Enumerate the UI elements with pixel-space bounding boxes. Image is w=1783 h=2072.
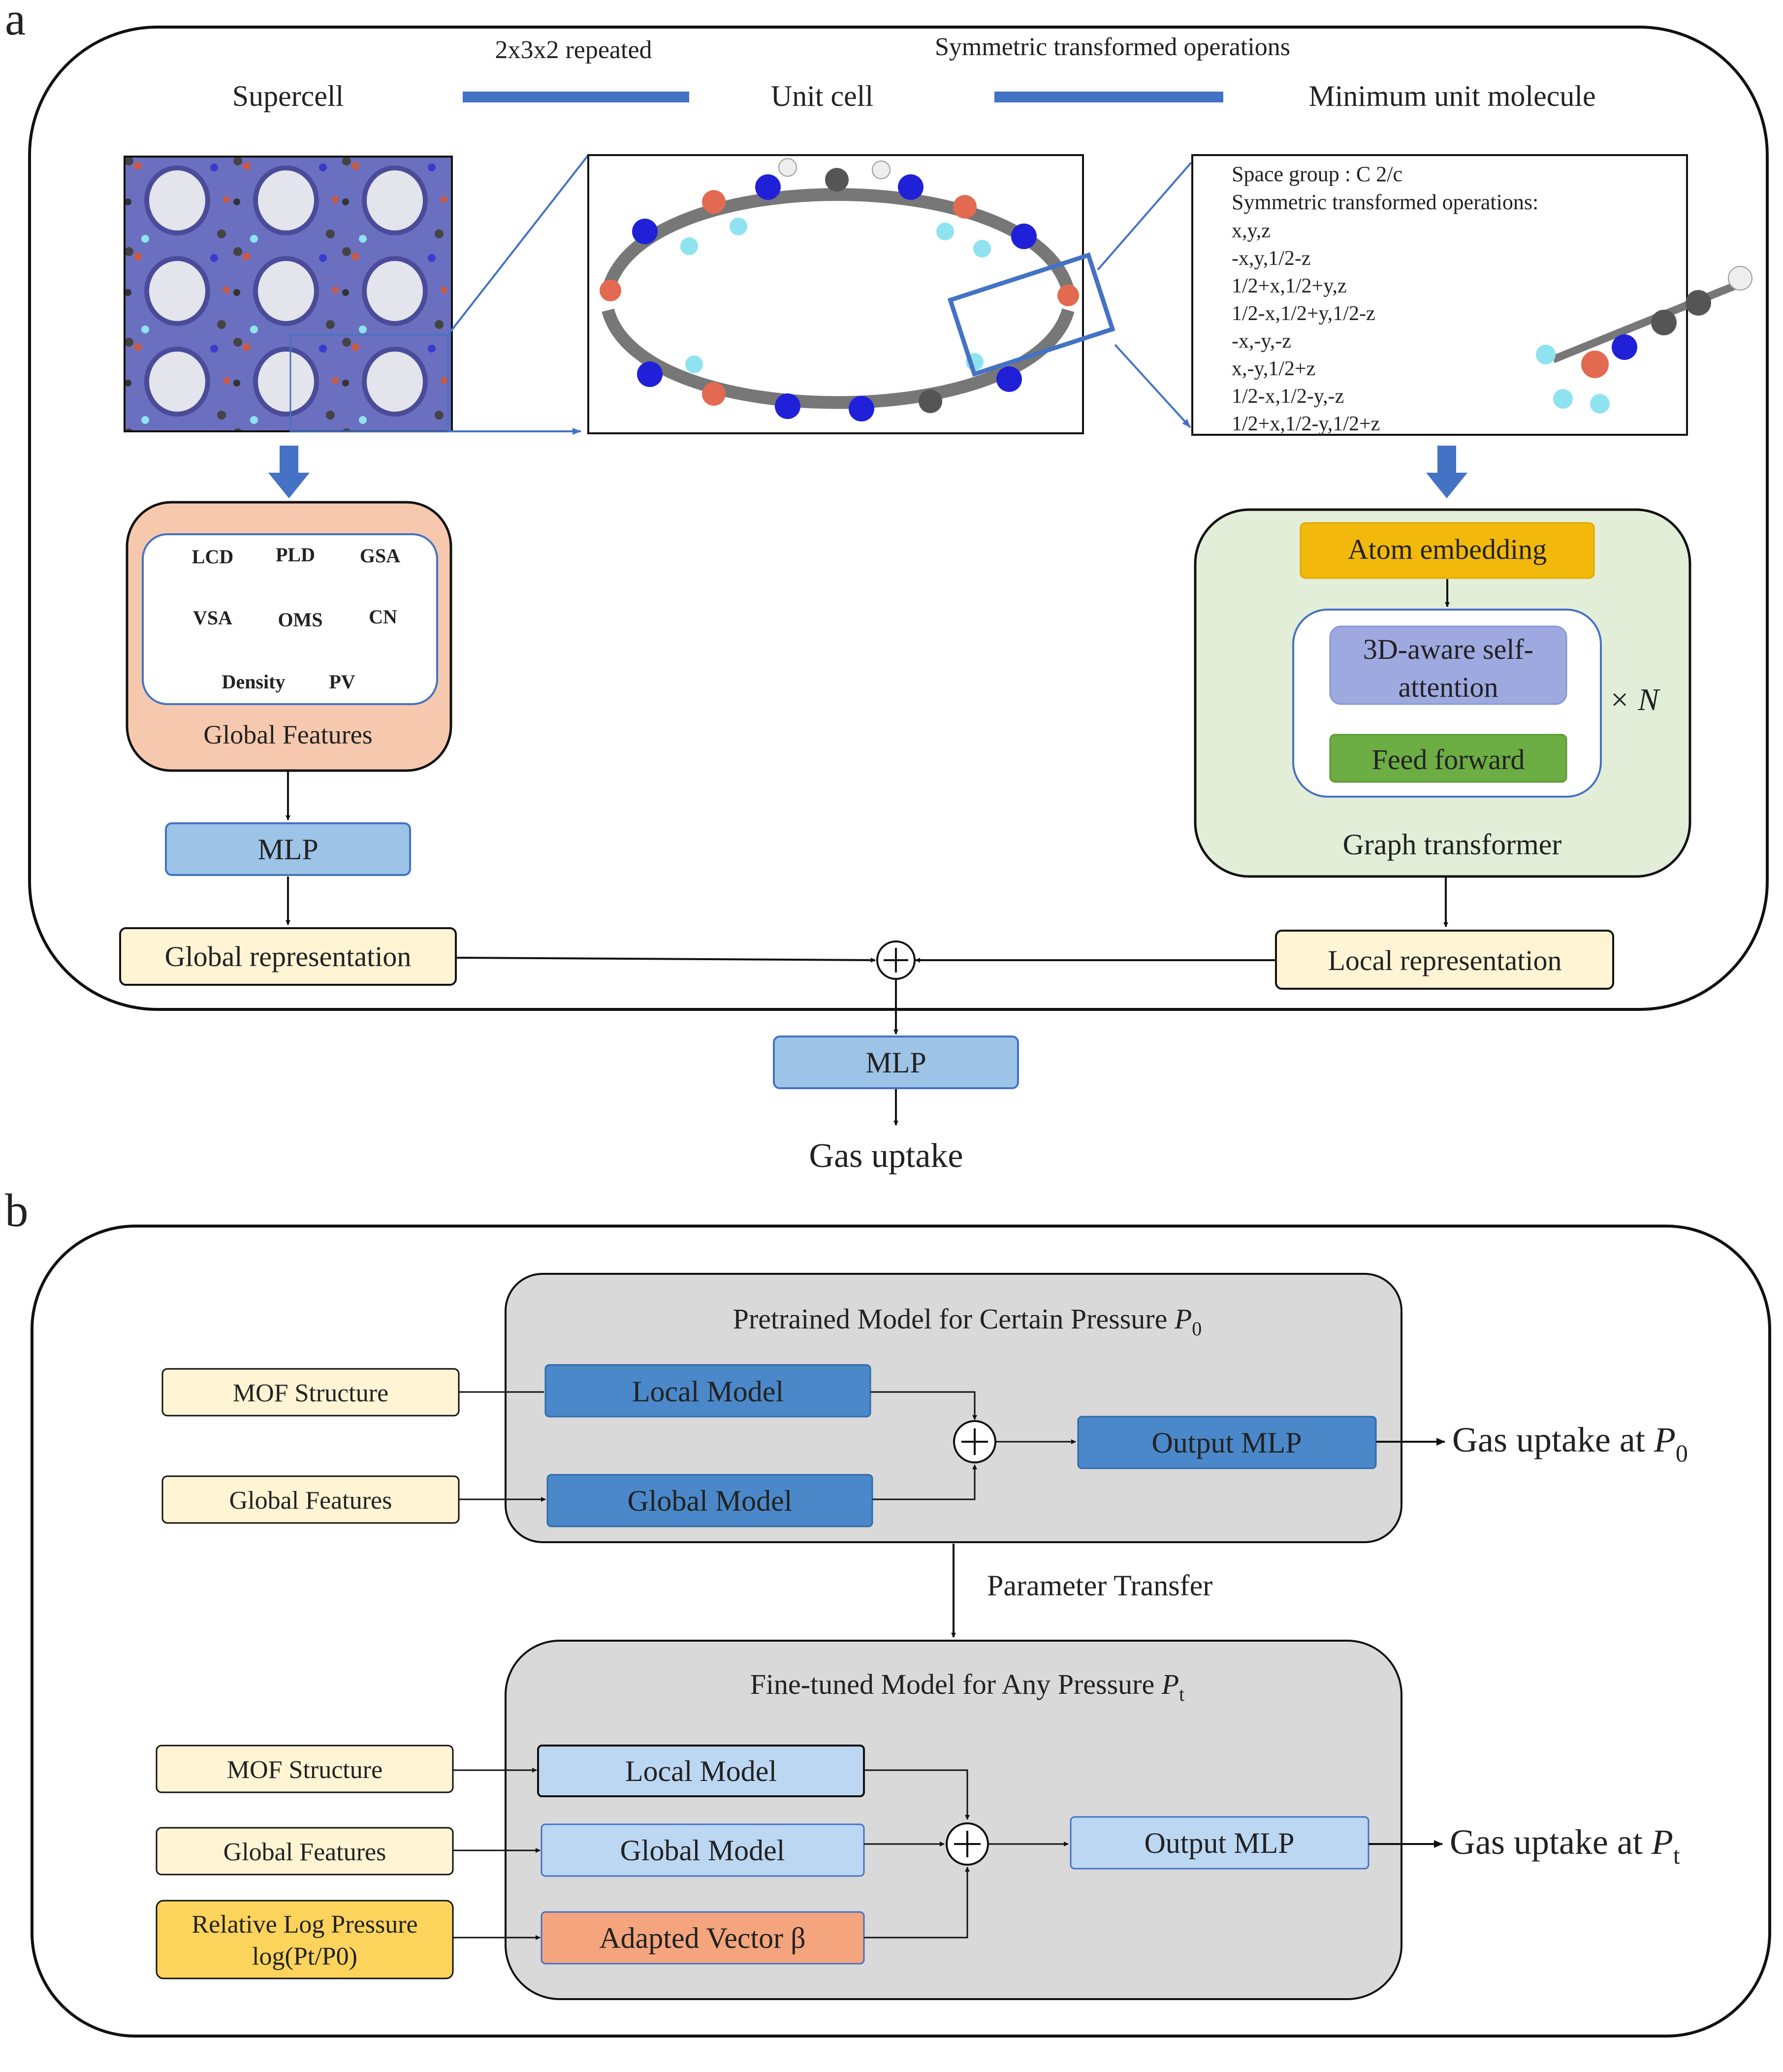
panel-a-label: a bbox=[5, 0, 26, 45]
global-features-label: Global Features bbox=[223, 1838, 386, 1866]
pretrained-title: Pretrained Model for Certain Pressure P0 bbox=[733, 1303, 1202, 1340]
arrow-local-plus-ft bbox=[864, 1769, 970, 1820]
atom-embedding-label: Atom embedding bbox=[1348, 533, 1547, 565]
output-mlp-label: Output MLP bbox=[1151, 1426, 1302, 1459]
mlp-left-label: MLP bbox=[257, 833, 318, 866]
self-attention-label: attention bbox=[1399, 671, 1498, 703]
zoom-line-top bbox=[447, 154, 589, 336]
adapted-vector-label: Adapted Vector β bbox=[599, 1922, 805, 1954]
feature-density: Density bbox=[222, 671, 286, 693]
feature-cn: CN bbox=[369, 606, 397, 628]
panel-a-frame bbox=[28, 26, 1769, 1011]
space-group-box: Space group : C 2/c Symmetric transforme… bbox=[1191, 154, 1752, 436]
minimum-unit-label: Minimum unit molecule bbox=[1308, 80, 1595, 112]
mlp-out-box bbox=[773, 1036, 1019, 1089]
arrow-global-plus-pre bbox=[872, 1464, 977, 1500]
gas-uptake-p0: Gas uptake at P0 bbox=[1452, 1420, 1688, 1467]
output-mlp-ft bbox=[1070, 1816, 1369, 1870]
down-arrow-right bbox=[1426, 446, 1467, 498]
global-representation-box bbox=[119, 927, 457, 986]
parameter-transfer-label: Parameter Transfer bbox=[987, 1569, 1212, 1602]
repeat-n-label: × N bbox=[1609, 682, 1660, 717]
arrow-globalrep-merge bbox=[455, 957, 876, 963]
self-attention-label: 3D-aware self- bbox=[1363, 633, 1533, 665]
space-group-title: Space group : C 2/c bbox=[1232, 162, 1402, 186]
feature-gsa: GSA bbox=[360, 545, 400, 567]
mof-structure-label: MOF Structure bbox=[233, 1379, 388, 1407]
sym-op: -x,-y,-z bbox=[1232, 330, 1291, 353]
gas-uptake-pt: Gas uptake at Pt bbox=[1450, 1822, 1680, 1869]
zoom-line-2-top bbox=[1097, 162, 1192, 271]
global-features-title: Global Features bbox=[203, 720, 372, 749]
supercell-label: Supercell bbox=[232, 80, 344, 112]
repeat-label: 2x3x2 repeated bbox=[495, 36, 652, 64]
panel-b-label: b bbox=[5, 1184, 29, 1236]
unit-cell-image bbox=[587, 154, 1115, 434]
graph-transformer-title: Graph transformer bbox=[1343, 828, 1562, 861]
supercell-image bbox=[124, 156, 453, 432]
relative-log-pressure-formula: log(Pt/P0) bbox=[252, 1942, 357, 1971]
local-model-label: Local Model bbox=[625, 1755, 777, 1787]
graph-transformer-box: Atom embedding 3D-aware self- attention … bbox=[1194, 508, 1691, 878]
sym-op: -x,y,1/2-z bbox=[1232, 247, 1311, 270]
feature-lcd: LCD bbox=[192, 546, 233, 568]
feed-forward-box bbox=[1329, 734, 1567, 783]
sym-op: 1/2-x,1/2+y,1/2-z bbox=[1232, 302, 1375, 325]
panel-b-frame bbox=[31, 1225, 1771, 2038]
global-model-ft bbox=[541, 1823, 865, 1877]
feed-forward-label: Feed forward bbox=[1372, 744, 1525, 776]
global-model-label: Global Model bbox=[620, 1834, 785, 1867]
feature-pv: PV bbox=[329, 671, 355, 693]
feature-vsa: VSA bbox=[193, 607, 232, 629]
global-model-pre bbox=[546, 1474, 873, 1527]
relative-log-pressure-label: Relative Log Pressure bbox=[191, 1910, 417, 1939]
sym-op: x,y,z bbox=[1232, 220, 1271, 242]
mof-structure-label: MOF Structure bbox=[227, 1756, 382, 1784]
sym-op: x,-y,1/2+z bbox=[1232, 357, 1315, 380]
feature-pld: PLD bbox=[276, 544, 315, 566]
local-model-label: Local Model bbox=[632, 1375, 784, 1408]
down-arrow-left bbox=[268, 446, 310, 498]
merge-plus-icon bbox=[876, 940, 916, 980]
global-features-box: LCD PLD GSA VSA OMS CN Density PV Global… bbox=[126, 501, 452, 772]
global-model-label: Global Model bbox=[628, 1485, 793, 1517]
arrow-adapted-plus-ft bbox=[864, 1867, 970, 1939]
global-features-label: Global Features bbox=[229, 1487, 392, 1515]
sym-op: 1/2+x,1/2-y,1/2+z bbox=[1232, 413, 1380, 435]
local-model-pre bbox=[544, 1364, 871, 1418]
mof-structure-input-ft bbox=[156, 1745, 454, 1793]
atom-embedding-box bbox=[1300, 522, 1595, 579]
self-attention-box bbox=[1329, 625, 1567, 705]
sym-ops-label: Symmetric transformed operations bbox=[935, 33, 1290, 61]
unit-cell-label: Unit cell bbox=[771, 80, 873, 112]
feature-oms: OMS bbox=[278, 609, 322, 631]
mlp-out-label: MLP bbox=[865, 1046, 926, 1079]
plus-icon-pre bbox=[953, 1420, 996, 1463]
output-mlp-label: Output MLP bbox=[1144, 1827, 1294, 1859]
minimum-unit-molecule bbox=[1536, 266, 1752, 414]
zoom-line-2-bottom bbox=[1114, 344, 1191, 428]
local-representation-label: Local representation bbox=[1328, 944, 1561, 976]
finetuned-box bbox=[505, 1640, 1402, 2000]
sym-ops-title: Symmetric transformed operations: bbox=[1232, 190, 1538, 214]
relative-log-pressure-input bbox=[156, 1900, 454, 1979]
sym-op: 1/2-x,1/2-y,-z bbox=[1232, 385, 1344, 408]
mlp-left-box bbox=[165, 822, 411, 876]
arrow-local-plus-pre bbox=[870, 1391, 977, 1420]
global-representation-label: Global representation bbox=[165, 940, 412, 972]
plus-icon-ft bbox=[946, 1822, 989, 1866]
finetuned-title: Fine-tuned Model for Any Pressure Pt bbox=[750, 1668, 1185, 1705]
gas-uptake-label: Gas uptake bbox=[809, 1137, 963, 1175]
sym-op: 1/2+x,1/2+y,z bbox=[1232, 275, 1347, 297]
